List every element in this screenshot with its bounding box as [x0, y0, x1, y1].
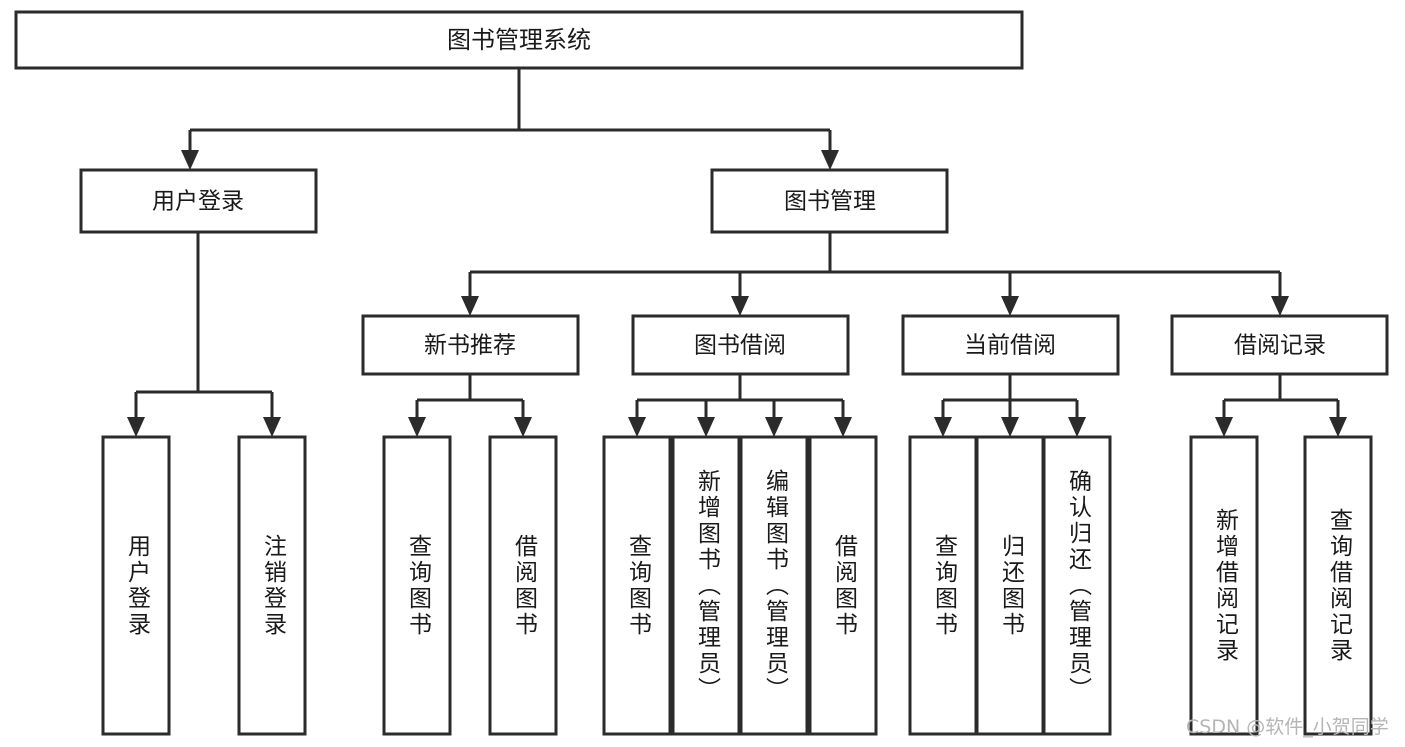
leaf-box-5[interactable]: [671, 435, 741, 736]
arrowhead-book-mgmt: [821, 150, 839, 170]
arrowhead-book-borrow: [731, 296, 749, 316]
node-book-management-label: 图书管理: [784, 189, 876, 215]
node-book-borrow-label: 图书借阅: [694, 333, 786, 359]
arrowhead-leaf-7: [834, 417, 852, 437]
node-user-login[interactable]: 用户登录: [79, 168, 318, 234]
node-root[interactable]: 图书管理系统: [14, 10, 1024, 70]
node-new-book-recommend-box[interactable]: [361, 314, 580, 376]
leaf-box-9[interactable]: [975, 435, 1045, 736]
node-current-borrow-label: 当前借阅: [964, 333, 1056, 359]
connectors-bookmgmt-to-level3: [461, 232, 1289, 316]
arrowhead-leaf-11: [1215, 417, 1233, 437]
connector-root-branch: [188, 68, 832, 150]
connector-record-branch: [1222, 374, 1340, 417]
node-current-borrow[interactable]: 当前借阅: [901, 314, 1120, 376]
arrowhead-leaf-12: [1329, 417, 1347, 437]
connector-bookmgmt-branch: [468, 232, 1282, 296]
node-borrow-record[interactable]: 借阅记录: [1170, 314, 1389, 376]
arrowhead-leaf-4: [628, 417, 646, 437]
connector-current-branch: [941, 374, 1079, 417]
arrowhead-leaf-2: [408, 417, 426, 437]
node-borrow-record-label: 借阅记录: [1234, 333, 1326, 359]
leaf-box-6[interactable]: [739, 435, 809, 736]
node-book-management[interactable]: 图书管理: [710, 168, 949, 234]
connectors-root-to-level2: [181, 68, 839, 170]
arrowhead-leaf-10: [1068, 417, 1086, 437]
leaf-box-4[interactable]: [602, 435, 672, 736]
leaf-box-12[interactable]: [1303, 435, 1373, 736]
arrowhead-leaf-1: [263, 417, 281, 437]
leaf-box-10[interactable]: [1042, 435, 1112, 736]
leaf-box-0[interactable]: [101, 435, 171, 736]
connectors-record-to-leaves: [1215, 374, 1347, 437]
connector-borrow-branch: [635, 374, 845, 417]
node-user-login-label: 用户登录: [152, 189, 244, 215]
node-current-borrow-box[interactable]: [901, 314, 1120, 376]
leaf-box-3[interactable]: [488, 435, 558, 736]
arrowhead-new-book-rec: [461, 296, 479, 316]
arrowhead-leaf-0: [127, 417, 145, 437]
connectors-current-to-leaves: [934, 374, 1086, 437]
arrowhead-user-login: [181, 150, 199, 170]
leaf-box-1[interactable]: [237, 435, 307, 736]
connectors-newbook-to-leaves: [408, 374, 532, 437]
arrowhead-leaf-6: [765, 417, 783, 437]
node-new-book-recommend[interactable]: 新书推荐: [361, 314, 580, 376]
arrowhead-current-borrow: [1001, 296, 1019, 316]
arrowhead-leaf-8: [934, 417, 952, 437]
node-book-borrow-box[interactable]: [631, 314, 850, 376]
leaf-box-11[interactable]: [1189, 435, 1259, 736]
node-user-login-box[interactable]: [79, 168, 318, 234]
node-book-borrow[interactable]: 图书借阅: [631, 314, 850, 376]
arrowhead-leaf-3: [514, 417, 532, 437]
leaf-box-7[interactable]: [808, 435, 878, 736]
node-book-management-box[interactable]: [710, 168, 949, 234]
node-borrow-record-box[interactable]: [1170, 314, 1389, 376]
watermark-text: CSDN @软件_小贺同学: [1186, 716, 1389, 738]
connectors-userlogin-to-leaves: [127, 232, 281, 437]
node-root-box[interactable]: [14, 10, 1024, 70]
arrowhead-leaf-9: [1001, 417, 1019, 437]
arrowhead-leaf-5: [697, 417, 715, 437]
arrowhead-borrow-record: [1271, 296, 1289, 316]
leaf-box-2[interactable]: [382, 435, 452, 736]
node-root-label: 图书管理系统: [447, 26, 591, 54]
connector-userlogin-branch: [134, 232, 274, 417]
connector-newbook-branch: [415, 374, 525, 417]
leaf-box-8[interactable]: [908, 435, 978, 736]
connectors-borrow-to-leaves: [628, 374, 852, 437]
node-new-book-recommend-label: 新书推荐: [424, 333, 516, 359]
